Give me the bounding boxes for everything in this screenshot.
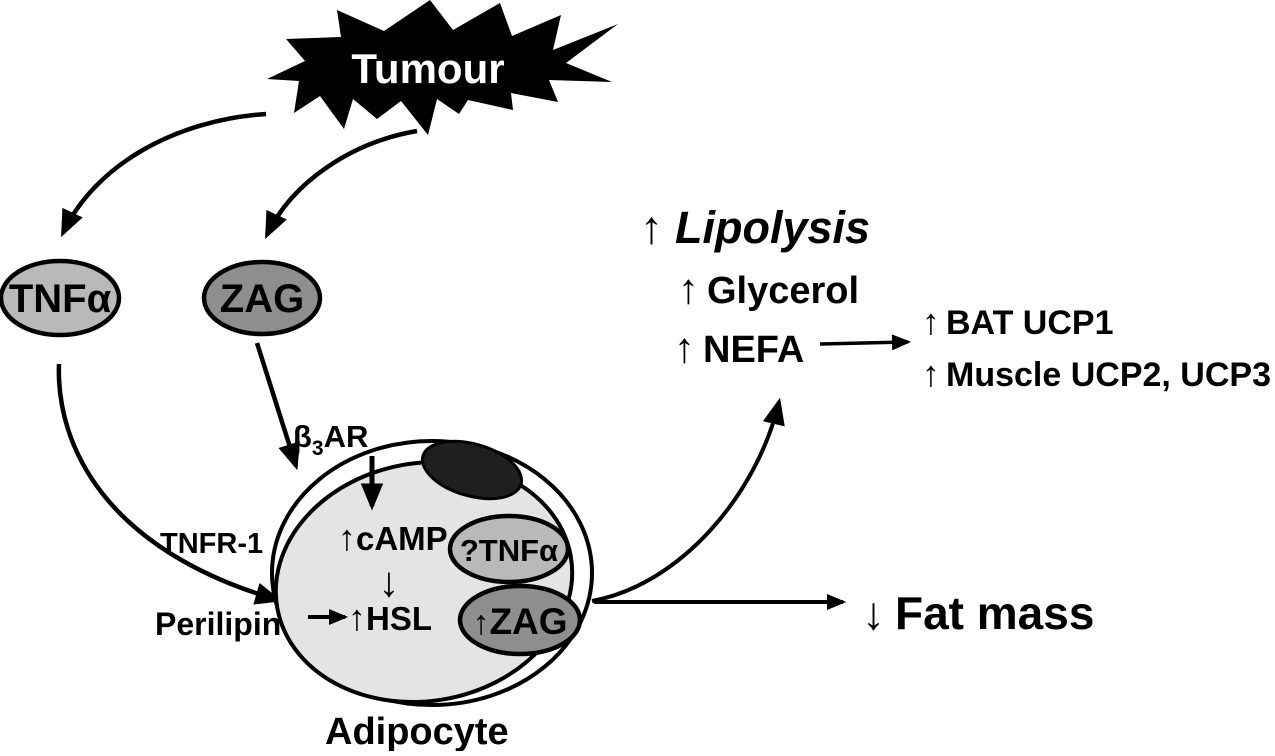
bat-ucp1-label: ↑BAT UCP1: [922, 301, 1114, 342]
zag-up-label: ↑ZAG: [472, 601, 567, 642]
camp-label: ↑cAMP: [338, 517, 448, 558]
camp-to-hsl-arrow: ↓: [379, 558, 400, 605]
nefa-label: ↑NEFA: [674, 324, 804, 371]
lipolysis-label: ↑Lipolysis: [640, 201, 870, 253]
fat-mass-label: ↓Fat mass: [862, 587, 1094, 639]
beta3ar-label: β3AR: [293, 419, 368, 460]
nucleus-ellipse: [420, 439, 524, 501]
tnfa-node-ellipse: [0, 258, 122, 338]
zag-up-ellipse: [457, 583, 583, 657]
tnfa-query-ellipse: [447, 513, 571, 585]
arrow-zag-to-cell: [254, 342, 300, 471]
tumour-label: Tumour: [351, 45, 504, 92]
zag-node-ellipse: [201, 259, 323, 337]
adipocyte-caption: Adipocyte: [325, 711, 509, 751]
arrow-tnfa-to-cell: [56, 363, 283, 605]
zag-node-label: ZAG: [220, 277, 304, 321]
arrow-nefa-to-ucp: [819, 334, 912, 351]
arrow-tumour-to-zag: [264, 128, 418, 240]
muscle-ucp-label: ↑Muscle UCP2, UCP3: [922, 353, 1271, 394]
glycerol-label: ↑Glycerol: [678, 265, 859, 312]
arrow-cell-to-nefa: [591, 397, 785, 603]
tnfr1-label: TNFR-1: [160, 528, 263, 560]
tnfa-node-label: TNFα: [9, 277, 112, 321]
hsl-label: ↑HSL: [348, 597, 432, 638]
arrow-tumour-to-tnfa: [60, 111, 267, 238]
perilipin-label: Perilipin: [155, 606, 281, 642]
tumour-starburst: [267, 0, 618, 135]
tnfa-query-label: ?TNFα: [460, 533, 558, 568]
